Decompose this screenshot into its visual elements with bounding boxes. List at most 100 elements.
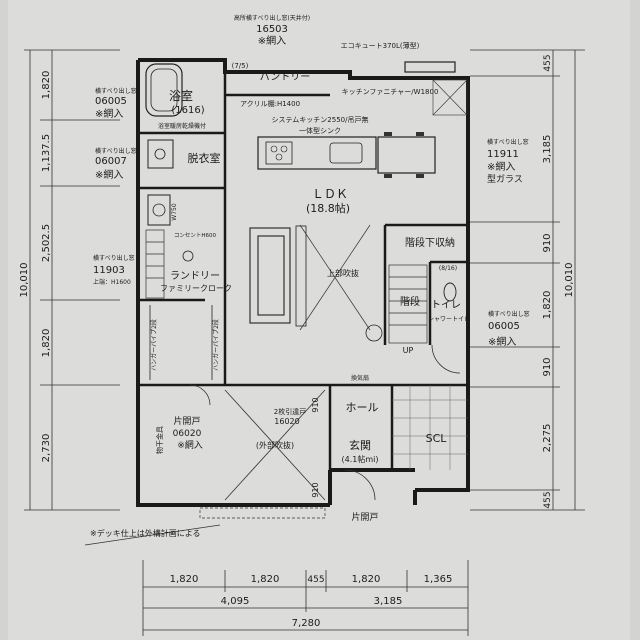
dim-right-7: 455 — [543, 491, 553, 508]
left-window-2-note: ※網入 — [95, 168, 123, 181]
left-dimension-line — [24, 49, 120, 511]
drawer-note: (7/5) — [232, 62, 249, 70]
entrance-window-note: ※網入 — [177, 439, 203, 451]
top-window-note: ※網入 — [258, 34, 286, 47]
room-hall: ホール — [346, 401, 379, 414]
external-void-cross — [224, 389, 326, 501]
deck-leader-line — [84, 524, 221, 546]
right-dimension-line — [470, 49, 585, 511]
upper-void-label: 上部吹抜 — [327, 268, 359, 278]
dim-bottom-5: 1,365 — [424, 574, 453, 585]
bath-note: 浴室暖房乾燥機付 — [158, 122, 206, 130]
dim-bottom-1: 1,820 — [170, 574, 199, 585]
drying-rack-note: 物干金具 — [155, 426, 164, 454]
dim-bottom-total: 7,280 — [292, 618, 321, 629]
dim-bottom-3: 455 — [307, 575, 324, 585]
left-window-3-code: 11903 — [93, 265, 125, 276]
dining-table — [377, 136, 436, 174]
right-window-1-code: 11911 — [487, 149, 519, 160]
room-stairs: 階段 — [400, 295, 420, 308]
stairs-up: UP — [403, 346, 414, 355]
dim-bottom-sub-1: 4,095 — [221, 596, 250, 607]
right-window-2-spec: 横すべり出し窓 — [488, 310, 530, 318]
room-entrance-size: (4.1帖mi) — [342, 454, 379, 464]
sofa — [249, 227, 291, 324]
room-stair-storage: 階段下収納 — [405, 236, 455, 249]
dim-right-total: 10,010 — [564, 263, 575, 298]
bathtub — [145, 63, 183, 117]
left-window-2-code: 06007 — [95, 156, 127, 167]
laundry-fixture-icon — [182, 250, 194, 262]
interior-walls — [138, 60, 468, 470]
room-family-closet: ファミリークローク — [160, 284, 232, 293]
kitchen-note-2: 一体型シンク — [299, 126, 341, 135]
left-window-3-spec: 横すべり出し窓 — [93, 254, 135, 262]
right-window-1-spec: 横すべり出し窓 — [487, 138, 529, 146]
washer — [147, 194, 171, 226]
left-window-1-note: ※網入 — [95, 107, 123, 120]
left-window-3-note: 上端：H1600 — [93, 278, 131, 286]
deck-area — [199, 507, 326, 519]
dim-right-5: 910 — [542, 357, 553, 376]
hanger-note-2: ハンガーパイプ2段 — [212, 319, 220, 371]
paper-sheet — [8, 0, 630, 640]
dim-left-5: 2,730 — [41, 434, 52, 463]
outlet-note-2: (8/16) — [439, 265, 457, 272]
side-label-910-b: 910 — [311, 482, 320, 497]
sink-vanity — [147, 139, 174, 169]
upper-void-cross — [299, 224, 371, 331]
kitchen-note: システムキッチン2550/吊戸無 — [272, 115, 369, 124]
external-void-label: (外部吹抜) — [256, 440, 294, 450]
room-ldk: ＬＤＫ — [312, 187, 348, 201]
dim-right-3: 910 — [542, 233, 553, 252]
left-window-1-spec: 横すべり出し窓 — [95, 87, 137, 95]
room-ldk-size: (18.8帖) — [306, 202, 350, 215]
vent-note: 換気扇 — [351, 374, 369, 382]
right-window-1-note2: 型ガラス — [487, 174, 523, 185]
dim-bottom-sub-2: 3,185 — [374, 596, 403, 607]
sliding-door-label: 2枚引違戸 — [274, 407, 306, 416]
exterior-door-label: 片開戸 — [351, 511, 378, 523]
top-window-code: 16503 — [256, 24, 288, 35]
toilet-bowl — [443, 282, 457, 302]
outlet-note: コンセントH600 — [174, 232, 217, 239]
top-window-spec: 高所横すべり出し窓(天井付) — [234, 14, 310, 22]
cooktop — [265, 141, 293, 165]
dim-right-6: 2,275 — [542, 424, 553, 453]
dim-left-4: 1,820 — [41, 329, 52, 358]
right-window-1-note: ※網入 — [487, 160, 515, 173]
room-scl: SCL — [426, 432, 448, 445]
laundry-shelf — [145, 229, 165, 299]
washer-width: W750 — [171, 203, 178, 221]
plant-icon — [365, 324, 383, 342]
dim-left-1: 1,820 — [41, 71, 52, 100]
dim-bottom-2: 1,820 — [251, 574, 280, 585]
room-dressing: 脱衣室 — [188, 151, 221, 165]
sink — [329, 142, 363, 164]
shelf-note: アクリル棚:H1400 — [240, 99, 300, 108]
entrance-window-label: 片開戸 — [173, 415, 200, 427]
dim-bottom-4: 1,820 — [352, 574, 381, 585]
room-toilet: トイレ — [431, 300, 461, 311]
dim-left-3: 2,502.5 — [41, 224, 52, 262]
scl-grid — [392, 385, 468, 470]
dim-right-2: 3,185 — [542, 135, 553, 164]
bottom-dimension-line — [142, 560, 469, 636]
left-window-1-code: 06005 — [95, 96, 127, 107]
side-label-910-a: 910 — [311, 397, 320, 412]
room-laundry: ランドリー — [170, 270, 220, 282]
right-window-2-code: 06005 — [488, 321, 520, 332]
entrance-window-code: 06020 — [173, 429, 202, 439]
ecocute-label: エコキュート370L(薄型) — [341, 41, 420, 50]
shower-toilet-note: シャワートイレ — [428, 316, 470, 323]
room-pantry: パントリー — [260, 71, 311, 83]
dim-right-4: 1,820 — [542, 291, 553, 320]
dim-right-1: 455 — [543, 54, 553, 71]
right-window-2-note: ※網入 — [488, 335, 516, 348]
dim-left-2: 1,137.5 — [41, 134, 52, 172]
hanger-note-1: ハンガーパイプ2段 — [150, 319, 158, 371]
room-bath-size: (1616) — [171, 105, 204, 116]
door-swings — [189, 344, 461, 501]
room-entrance: 玄関 — [349, 438, 371, 452]
